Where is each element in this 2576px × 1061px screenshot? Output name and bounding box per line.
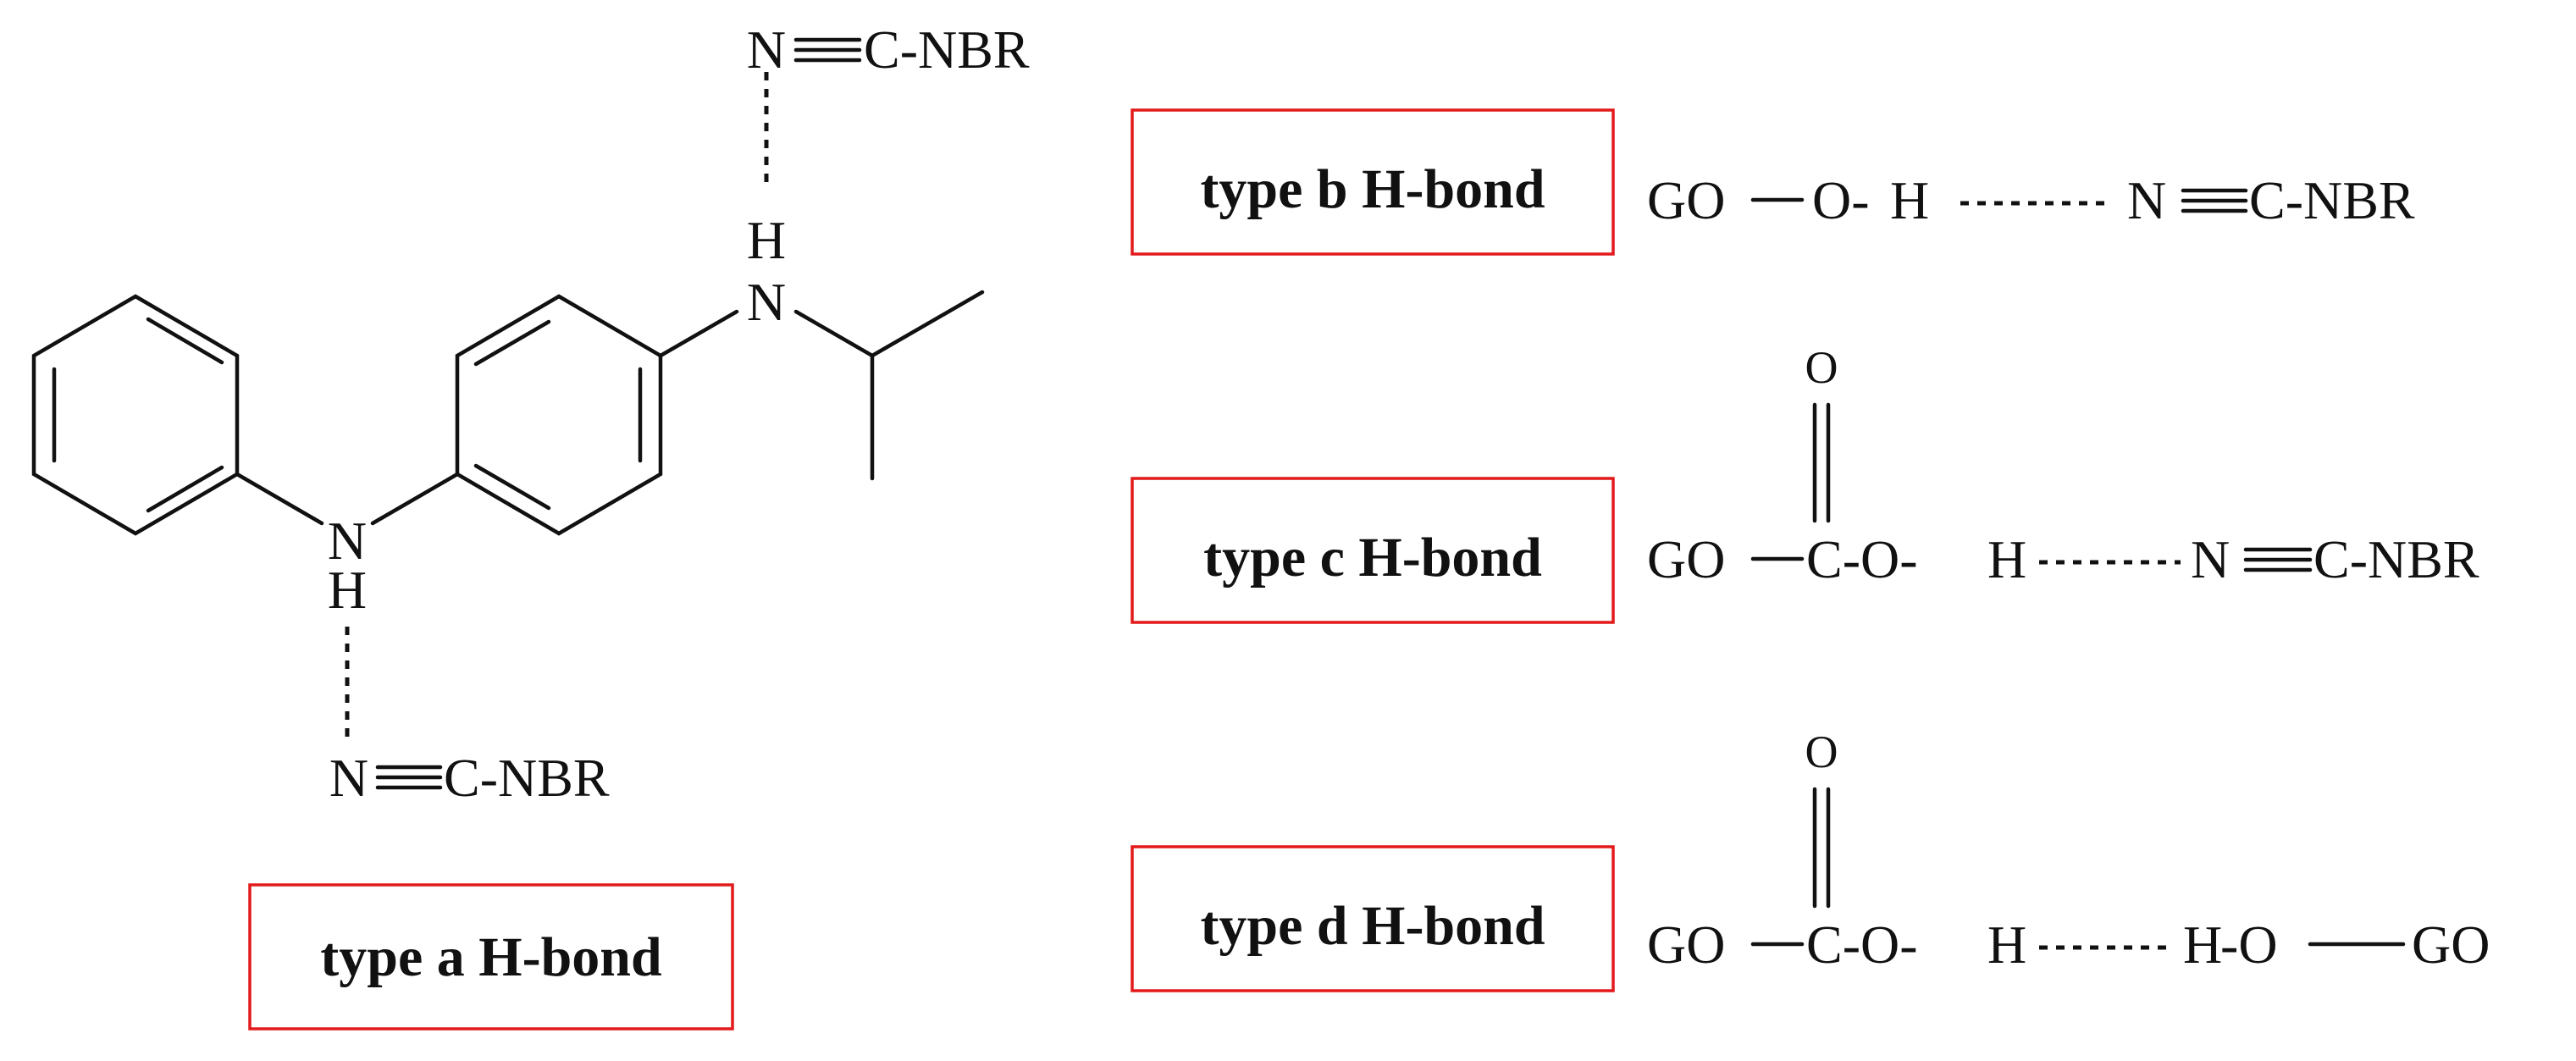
central-ring	[455, 294, 663, 536]
type-b-o: O-	[1812, 170, 1870, 230]
type-d-o2: -O	[2220, 915, 2278, 975]
amine-h-upper: H	[747, 210, 786, 270]
nitrile-n-upper: N	[747, 19, 786, 80]
type-b-label: type b H-bond	[1200, 158, 1545, 220]
bond-ring-n-upper	[658, 309, 739, 358]
bond-n-ring	[370, 472, 460, 526]
amine-h-lower: H	[328, 560, 367, 620]
type-c-carbonyl-o: O	[1805, 342, 1838, 393]
bond-phenyl-n	[235, 472, 324, 526]
type-a-label-box	[248, 883, 734, 1031]
type-d-row: type d H-bond O GO C-O- H H -O GO	[1130, 727, 2490, 992]
phenyl-ring	[31, 294, 240, 536]
amine-n-upper: N	[747, 272, 786, 332]
type-c-label: type c H-bond	[1203, 527, 1542, 589]
nitrile-n-lower: N	[329, 748, 368, 808]
type-d-h1: H	[1987, 915, 2026, 975]
type-c-h: H	[1987, 529, 2026, 589]
central-ring-outline	[455, 294, 663, 536]
type-b-rest: C-NBR	[2249, 170, 2415, 230]
phenyl-double-bond-3	[146, 465, 224, 513]
type-b-row: type b H-bond GO O- H N C-NBR	[1130, 108, 2415, 256]
type-c-go: GO	[1647, 529, 1725, 589]
type-c-c: C-O-	[1806, 529, 1918, 589]
nitrile-rest-lower: C-NBR	[444, 748, 610, 808]
type-d-go2: GO	[2412, 915, 2490, 975]
type-d-label: type d H-bond	[1200, 895, 1545, 957]
isopropyl-methyl-1	[870, 290, 985, 358]
central-double-bond-3	[473, 463, 551, 511]
type-b-n: N	[2127, 170, 2166, 230]
type-d-c: C-O-	[1806, 915, 1918, 975]
type-b-label-box	[1130, 108, 1615, 256]
type-c-label-box	[1130, 477, 1615, 624]
amine-n-lower: N	[328, 511, 367, 571]
type-a-label: type a H-bond	[320, 926, 661, 988]
type-d-go: GO	[1647, 915, 1725, 975]
type-b-go: GO	[1647, 170, 1725, 230]
type-d-label-box	[1130, 845, 1615, 992]
phenyl-ring-outline	[31, 294, 240, 536]
nitrile-rest-upper: C-NBR	[864, 19, 1030, 80]
type-c-rest: C-NBR	[2313, 529, 2479, 589]
type-c-n: N	[2191, 529, 2230, 589]
type-d-carbonyl-o: O	[1805, 727, 1838, 777]
type-c-row: type c H-bond O GO C-O- H N C-NBR	[1130, 342, 2479, 624]
type-b-h: H	[1890, 170, 1929, 230]
bond-n-isopropyl	[793, 309, 875, 358]
central-double-bond-1	[473, 319, 551, 367]
type-a-structure: N H N C-NBR N H N C-NBR type a H-bond	[31, 19, 1030, 1031]
type-d-h2: H	[2183, 915, 2222, 975]
phenyl-double-bond-1	[146, 317, 224, 365]
